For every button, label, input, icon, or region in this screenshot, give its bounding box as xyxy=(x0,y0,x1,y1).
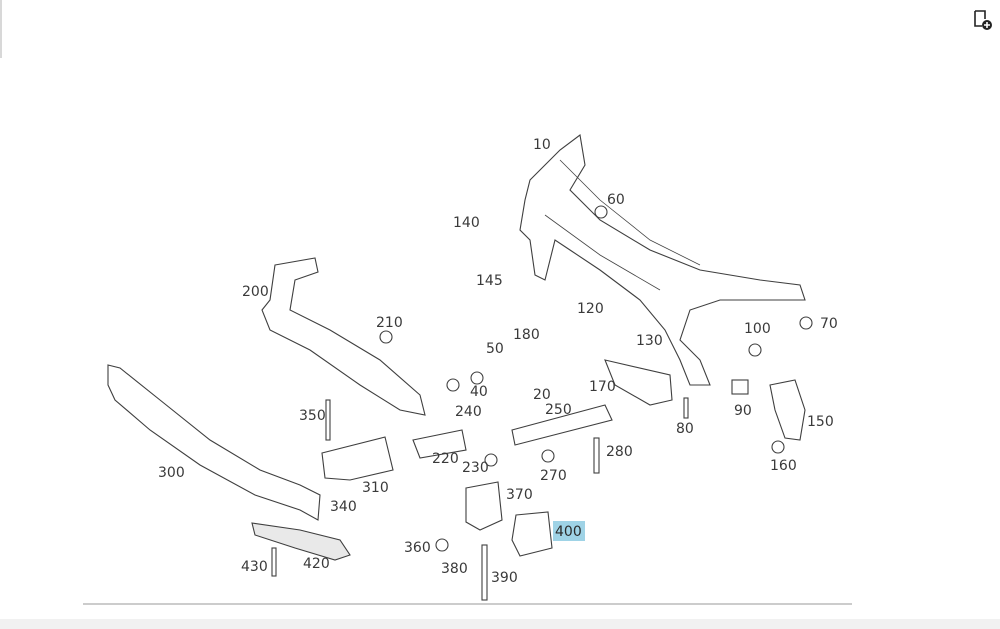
callout-170[interactable]: 170 xyxy=(589,379,616,395)
callout-160[interactable]: 160 xyxy=(770,458,797,474)
part-200-carrier xyxy=(261,257,426,416)
part-150-guide xyxy=(769,379,806,441)
part-300-bumper-beam xyxy=(107,364,321,521)
callout-130[interactable]: 130 xyxy=(636,333,663,349)
callout-100[interactable]: 100 xyxy=(744,321,771,337)
callout-230[interactable]: 230 xyxy=(462,460,489,476)
callout-280[interactable]: 280 xyxy=(606,444,633,460)
fasteners xyxy=(271,205,813,601)
callout-50[interactable]: 50 xyxy=(486,341,504,357)
callout-20[interactable]: 20 xyxy=(533,387,551,403)
callout-350[interactable]: 350 xyxy=(299,408,326,424)
callout-370[interactable]: 370 xyxy=(506,487,533,503)
callout-60[interactable]: 60 xyxy=(607,192,625,208)
part-310-bracket xyxy=(321,436,394,481)
callout-145[interactable]: 145 xyxy=(476,273,503,289)
callout-360[interactable]: 360 xyxy=(404,540,431,556)
callout-210[interactable]: 210 xyxy=(376,315,403,331)
callout-380[interactable]: 380 xyxy=(441,561,468,577)
callout-120[interactable]: 120 xyxy=(577,301,604,317)
callout-40[interactable]: 40 xyxy=(470,384,488,400)
callout-220[interactable]: 220 xyxy=(432,451,459,467)
part-400-cover xyxy=(511,511,553,557)
callout-240[interactable]: 240 xyxy=(455,404,482,420)
part-170-panel xyxy=(604,359,673,406)
callout-340[interactable]: 340 xyxy=(330,499,357,515)
callout-300[interactable]: 300 xyxy=(158,465,185,481)
callout-90[interactable]: 90 xyxy=(734,403,752,419)
callout-310[interactable]: 310 xyxy=(362,480,389,496)
callout-420[interactable]: 420 xyxy=(303,556,330,572)
callout-10[interactable]: 10 xyxy=(533,137,551,153)
callouts: 10 20 40 50 60 70 80 90 100 120 130 140 … xyxy=(158,137,838,586)
bottom-strip xyxy=(0,619,1000,629)
part-10-upper-crossmember xyxy=(519,134,806,386)
part-420-lower-strip xyxy=(251,522,351,561)
callout-80[interactable]: 80 xyxy=(676,421,694,437)
callout-430[interactable]: 430 xyxy=(241,559,268,575)
callout-180[interactable]: 180 xyxy=(513,327,540,343)
part-370-mount xyxy=(465,481,503,531)
add-to-list-button[interactable] xyxy=(966,6,994,32)
callout-270[interactable]: 270 xyxy=(540,468,567,484)
callout-200[interactable]: 200 xyxy=(242,284,269,300)
callout-390[interactable]: 390 xyxy=(491,570,518,586)
callout-70[interactable]: 70 xyxy=(820,316,838,332)
selected-callout-highlight xyxy=(553,521,585,541)
callout-150[interactable]: 150 xyxy=(807,414,834,430)
callout-250[interactable]: 250 xyxy=(545,402,572,418)
left-edge-divider xyxy=(0,0,2,58)
callout-400[interactable]: 400 xyxy=(555,524,582,540)
part-250-rail xyxy=(511,404,613,446)
part-220-bracket xyxy=(412,429,467,459)
callout-140[interactable]: 140 xyxy=(453,215,480,231)
document-add-icon xyxy=(974,10,992,30)
